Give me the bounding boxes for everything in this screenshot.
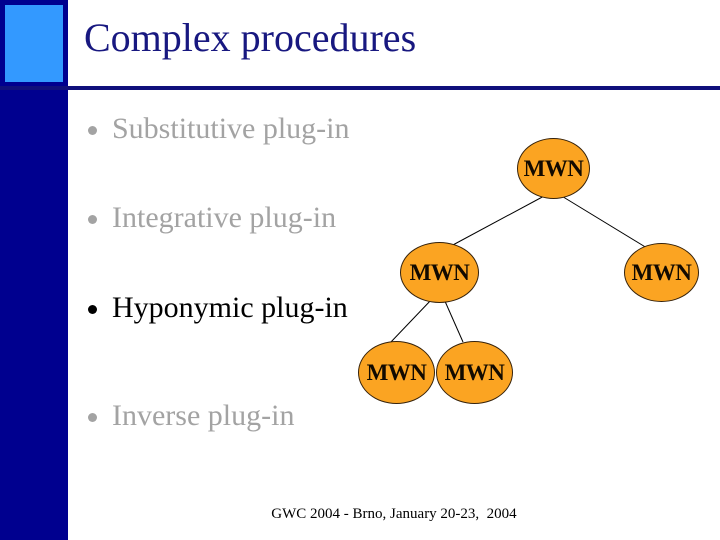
tree-node-child-right: MWN	[624, 243, 699, 302]
bullet-label: Inverse plug-in	[112, 399, 295, 432]
title-divider-line	[0, 86, 720, 90]
bullet-item-inverse: Inverse plug-in	[88, 398, 294, 434]
left-accent-bar	[0, 0, 68, 540]
bullet-dot	[88, 215, 97, 224]
bullet-dot	[88, 413, 97, 422]
tree-edge-left-gc2	[443, 298, 464, 343]
bullet-item-substitutive: Substitutive plug-in	[88, 111, 350, 147]
bullet-label: Integrative plug-in	[112, 201, 337, 234]
bullet-item-hyponymic: Hyponymic plug-in	[88, 290, 348, 326]
tree-node-child-left: MWN	[400, 242, 479, 303]
footer-conference-caption: GWC 2004 - Brno, January 20-23, 2004	[271, 506, 517, 522]
bullet-item-integrative: Integrative plug-in	[88, 200, 336, 236]
bullet-label: Substitutive plug-in	[112, 112, 350, 145]
tree-edge-root-right	[559, 194, 648, 249]
tree-node-grandchild-1: MWN	[358, 341, 435, 404]
bullet-dot	[88, 126, 97, 135]
tree-edge-left-gc1	[389, 298, 433, 344]
tree-node-root: MWN	[517, 138, 590, 199]
corner-decoration-square	[3, 3, 65, 84]
bullet-dot	[88, 305, 97, 314]
tree-edge-root-left	[450, 194, 547, 247]
bullet-label: Hyponymic plug-in	[112, 291, 348, 324]
slide-title: Complex procedures	[84, 15, 417, 60]
tree-node-grandchild-2: MWN	[436, 341, 513, 404]
